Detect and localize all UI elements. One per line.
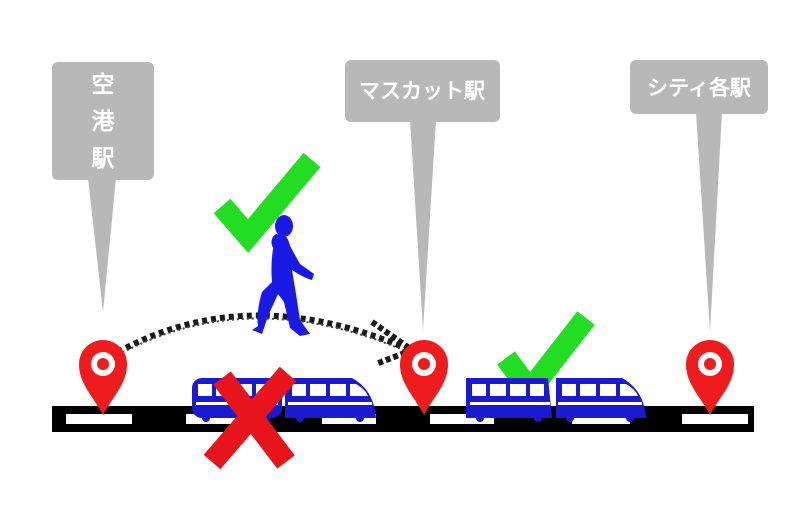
platform-airport	[66, 414, 132, 424]
train-car-2	[285, 378, 376, 422]
cross-icon	[203, 366, 297, 470]
platform-5	[572, 414, 630, 424]
sign-airport-char-2: 港	[92, 109, 116, 135]
sign-muscat: マスカット駅	[345, 60, 500, 330]
walking-person-icon	[252, 215, 314, 336]
platform-2	[186, 414, 248, 424]
check-icon-walk	[213, 152, 321, 253]
sign-muscat-label: マスカット駅	[359, 79, 486, 103]
train-icon-muscat-city	[466, 378, 646, 422]
platform-3	[322, 414, 376, 424]
platform-muscat	[430, 414, 494, 424]
platform-city	[682, 414, 748, 424]
sign-airport-char-3: 駅	[92, 146, 115, 172]
sign-city: シティ各駅	[630, 60, 768, 332]
sign-airport-char-1: 空	[92, 71, 115, 98]
sign-city-label: シティ各駅	[647, 76, 752, 100]
sign-airport: 空 港 駅	[52, 62, 154, 312]
train-car-3	[466, 378, 552, 422]
map-pin-icon-city	[686, 340, 734, 415]
train-car-4	[556, 378, 646, 422]
map-pin-icon-muscat	[400, 340, 448, 415]
rail-track	[52, 406, 754, 432]
map-pin-icon-airport	[79, 340, 127, 415]
